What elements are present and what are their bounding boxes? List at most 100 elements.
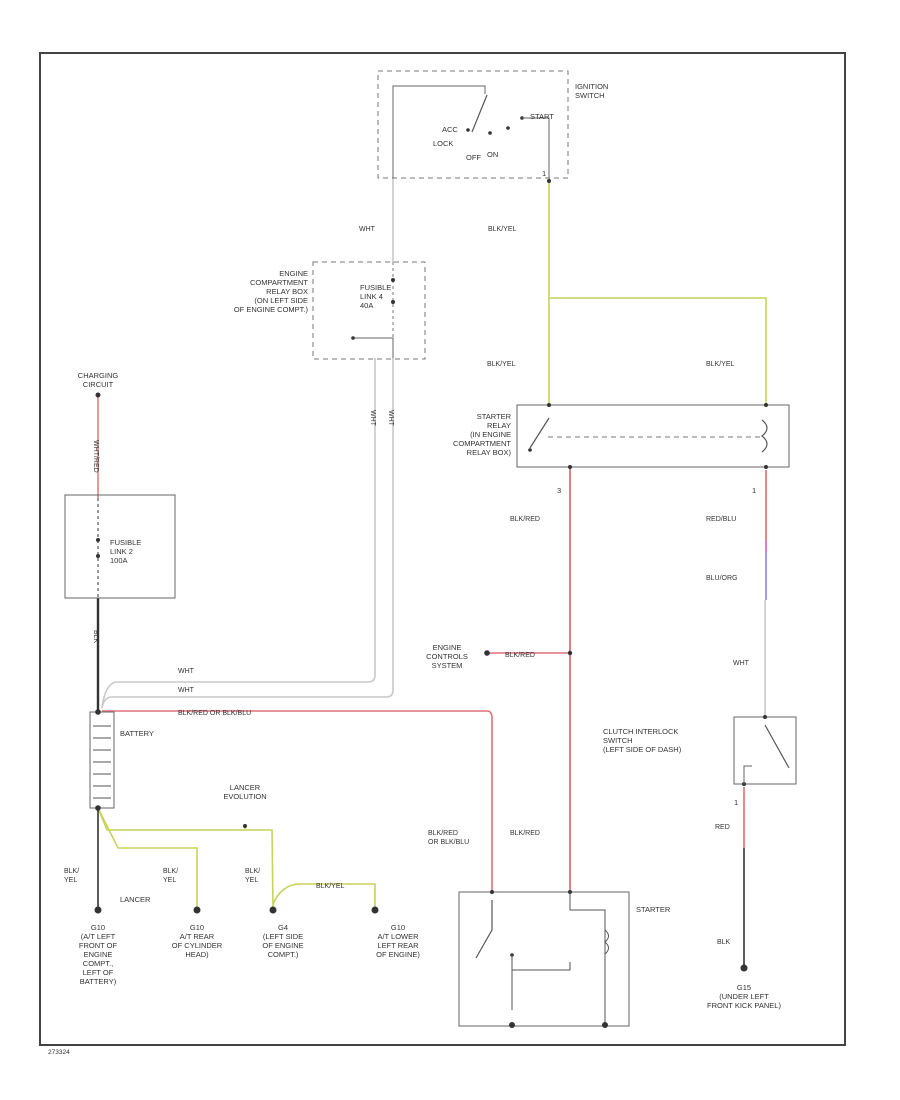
- ground-g1-dot: [94, 906, 102, 914]
- starter-relay-contact: [528, 448, 532, 452]
- ground-g4-dot: [371, 906, 379, 914]
- fusible-link-4-top-dot: [391, 278, 395, 282]
- starter-relay-dot-br: [764, 465, 768, 469]
- wire-label-blkred-starter: BLK/RED: [510, 830, 540, 837]
- wire-label-blkred-engine: BLK/RED: [505, 652, 535, 659]
- wire-label-red-clutch: RED: [715, 824, 730, 831]
- battery: BATTERY: [89, 709, 154, 811]
- relay-box-inner-dot: [351, 336, 355, 340]
- starter-relay-switch-arm: [529, 417, 550, 449]
- wires: [96, 178, 767, 968]
- wire-label-blk-clutch: BLK: [717, 939, 731, 946]
- ignition-switch-dashed-box: [377, 70, 569, 179]
- wire-blkyel-branch: [549, 297, 767, 405]
- starter-relay-dot-tl: [547, 403, 551, 407]
- battery-positive-dot: [95, 709, 101, 715]
- wire-label-wht-bottom-2: WHT: [178, 687, 195, 694]
- fusible-link-2-dot-bottom: [96, 554, 100, 558]
- clutch-switch-arm: [764, 724, 790, 769]
- clutch-switch-pin: 1: [734, 798, 738, 807]
- battery-label: BATTERY: [120, 729, 154, 738]
- battery-cells: [93, 725, 111, 799]
- ground-g3-dot: [269, 906, 277, 914]
- ignition-off-label: OFF: [466, 153, 481, 162]
- charging-circuit-dot: [95, 392, 101, 398]
- wire-label-blkyel-right: BLK/YEL: [706, 361, 735, 368]
- wire-label-redblu: RED/BLU: [706, 516, 736, 523]
- wire-blkyel-g3: [245, 829, 274, 909]
- starter-relay-pin-left: 3: [557, 486, 561, 495]
- lancer-label: LANCER: [120, 895, 151, 904]
- ignition-switch-internal-line: [392, 85, 486, 178]
- ignition-contact-on: [506, 126, 510, 130]
- clutch-switch-dot-top: [763, 715, 767, 719]
- wire-labels: WHT BLK/YEL BLK/YEL BLK/YEL WHT WHT WHT/…: [64, 226, 750, 946]
- starter-ground-right: [602, 1022, 608, 1028]
- wire-label-blkyel-top: BLK/YEL: [488, 226, 517, 233]
- wire-label-whtred-vert: WHT/RED: [92, 440, 99, 473]
- starter-relay-pin-right: 1: [752, 486, 756, 495]
- wire-wht-relaybox-battery-2: [101, 358, 376, 709]
- battery-box: [89, 711, 115, 809]
- battery-negative-dot: [95, 805, 101, 811]
- ignition-switch-arm: [471, 94, 488, 133]
- clutch-switch-box: [733, 716, 797, 785]
- wire-label-wht-vert-2: WHT: [387, 410, 394, 427]
- ground-g5-dot: [740, 964, 748, 972]
- wire-label-blkyel-g3: BLK/YEL: [245, 868, 260, 884]
- starter-winding: [604, 929, 609, 955]
- starter: STARTER: [458, 890, 671, 1028]
- ignition-pin-label: 1: [542, 169, 546, 178]
- ground-g2-dot: [193, 906, 201, 914]
- fusible-link-4-bottom-dot: [391, 300, 395, 304]
- ignition-pin-dot: [547, 179, 551, 183]
- ignition-contact-lock: [488, 131, 492, 135]
- starter-relay-box: [516, 404, 790, 468]
- wire-label-blkyel-mid: BLK/YEL: [487, 361, 516, 368]
- ignition-contact-acc: [466, 128, 470, 132]
- ignition-start-label: START: [530, 112, 554, 121]
- wire-label-blkyel-g1: BLK/YEL: [64, 868, 79, 884]
- wire-blkred-battery-starter: [102, 710, 493, 892]
- clutch-switch-lead: [743, 765, 752, 784]
- wire-label-blkred-battery: BLK/RED OR BLK/BLU: [178, 710, 251, 717]
- ignition-on-label: ON: [487, 150, 498, 159]
- relay-box-inner: [353, 337, 394, 358]
- ignition-start-lead: [522, 117, 550, 182]
- diagram-frame: [39, 52, 846, 1046]
- starter-relay-dot-bl: [568, 465, 572, 469]
- relay-box-dashed: [312, 261, 426, 360]
- starter-solenoid-arm: [475, 900, 493, 959]
- lancer-evo-splice: [243, 824, 247, 828]
- ignition-acc-label: ACC: [442, 125, 458, 134]
- starter-internal: [511, 892, 606, 1025]
- starter-dot-left: [490, 890, 494, 894]
- figure-code: 273324: [48, 1049, 70, 1056]
- starter-relay-coil: [761, 419, 768, 453]
- wire-label-blkred-relay: BLK/RED: [510, 516, 540, 523]
- wire-label-bluorg: BLU/ORG: [706, 575, 738, 582]
- wire-label-blkyel-g4: BLK/YEL: [316, 883, 345, 890]
- wire-label-wht-bottom-1: WHT: [178, 668, 195, 675]
